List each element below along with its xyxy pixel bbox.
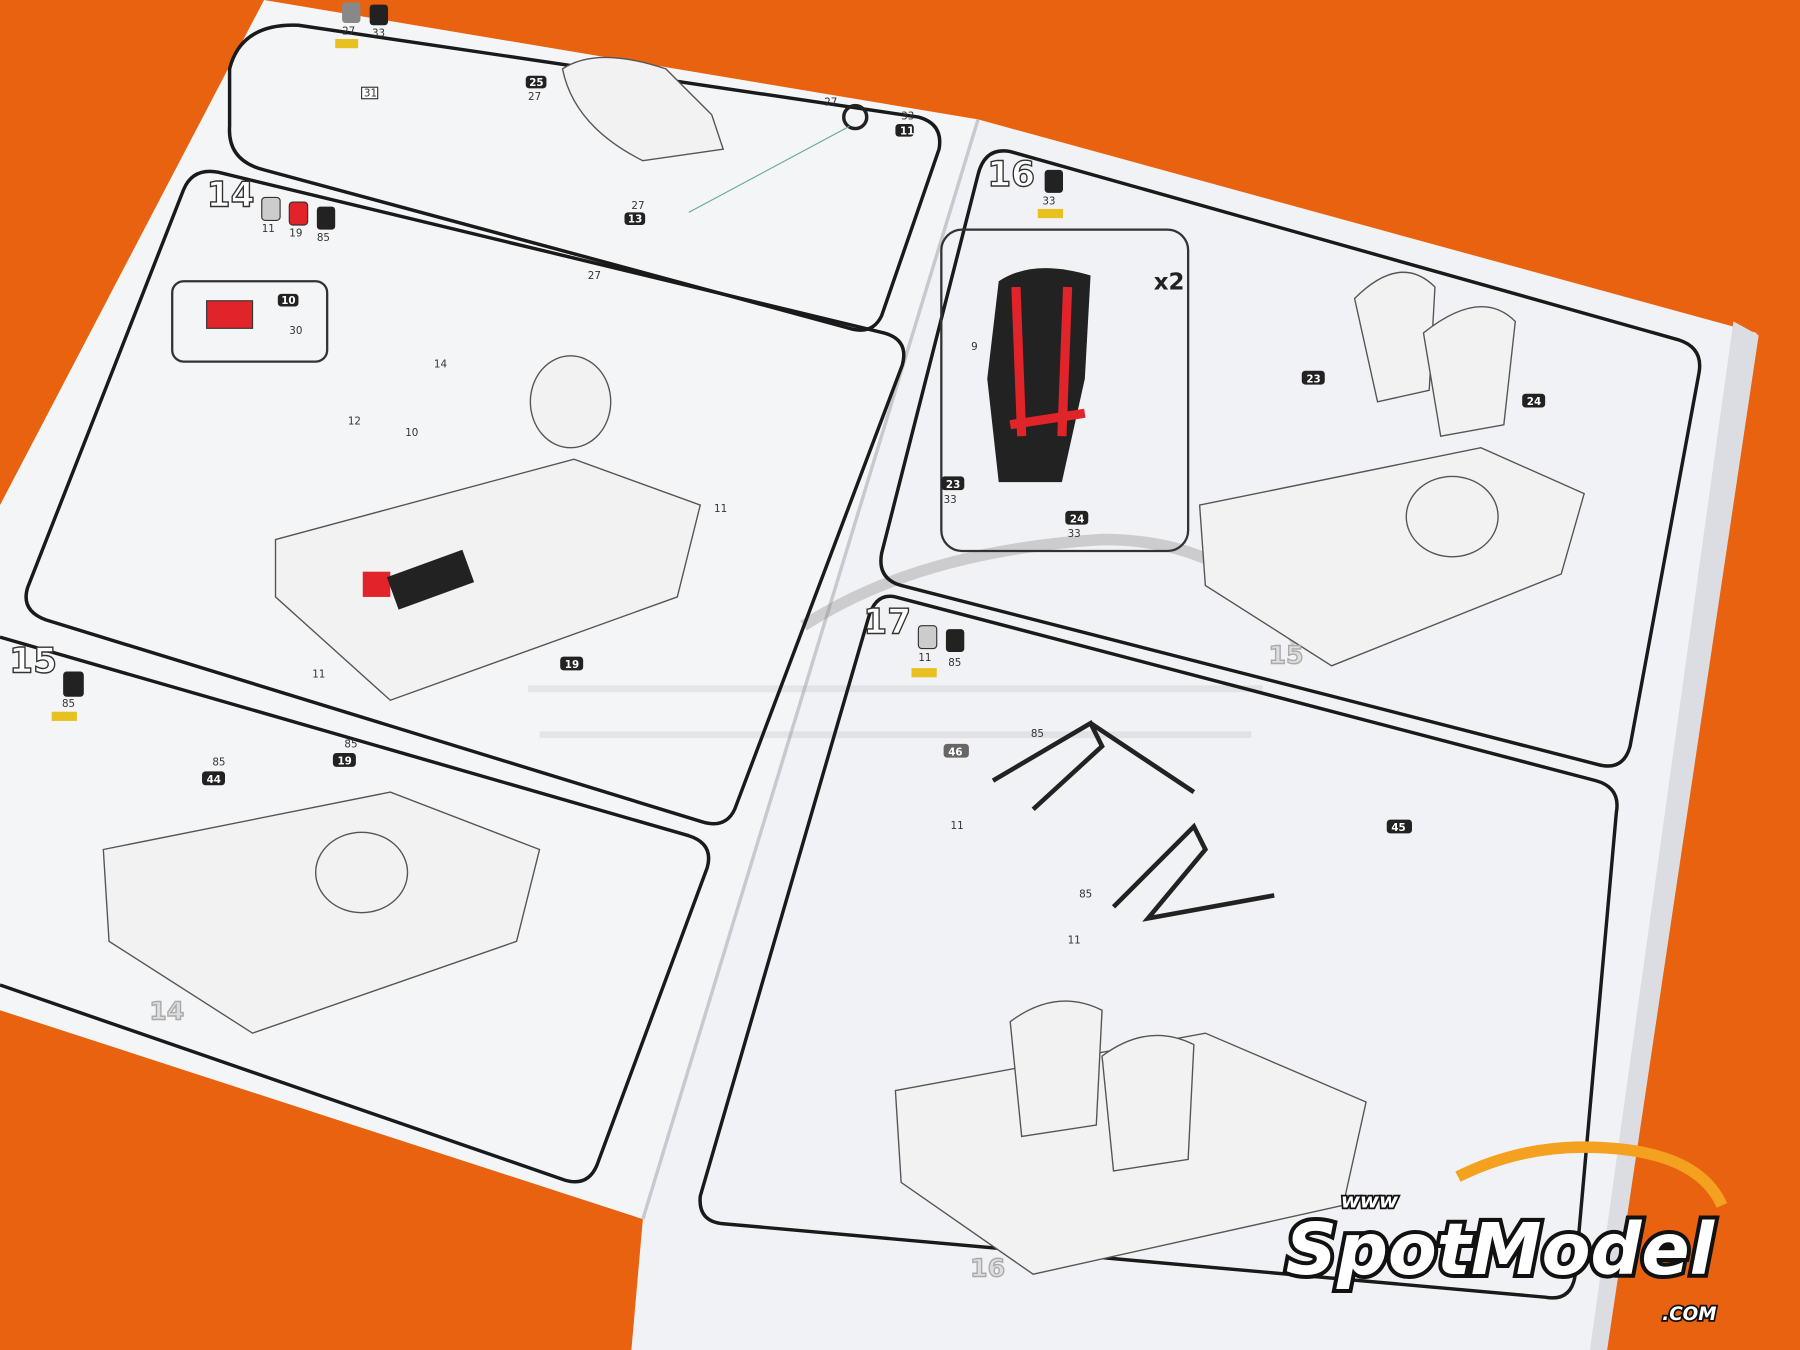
- part-label: 13: [628, 214, 642, 226]
- part-label: 27: [588, 270, 601, 282]
- steering-wheel-drawing: [842, 103, 869, 131]
- assembly-guide-line: [688, 125, 850, 213]
- seat-drawing: [1422, 306, 1517, 438]
- part-label: 85: [1079, 889, 1092, 901]
- part-label: 27: [342, 25, 355, 37]
- spare-wheel-drawing: [1405, 475, 1499, 558]
- panel-step-17: [698, 594, 1619, 1300]
- part-label: 45: [1391, 822, 1405, 834]
- paint-pots-17: 11 85: [911, 625, 965, 678]
- paint-pots-14: 11 19 85: [261, 196, 336, 244]
- part-label: 10: [405, 427, 418, 439]
- part-label: 46: [948, 746, 962, 758]
- part-label: 85: [948, 657, 961, 669]
- part-label: 30: [289, 325, 302, 337]
- part-label: 11: [312, 668, 325, 680]
- step-number-16: 16: [987, 155, 1035, 195]
- roll-cage-drawing: [1111, 822, 1275, 922]
- part-label: 23: [1306, 373, 1320, 385]
- part-label: 31: [364, 87, 377, 99]
- chassis-drawing-14: [274, 458, 702, 702]
- part-label: 11: [951, 820, 964, 832]
- step-number-15: 15: [9, 642, 57, 682]
- step-reference-17: 16: [970, 1254, 1005, 1283]
- right-page-edge: [1589, 321, 1759, 1350]
- display-drawing: [206, 300, 254, 329]
- page-fold: [641, 118, 980, 1220]
- part-label: 10: [281, 295, 295, 307]
- roll-cage-drawing: [991, 719, 1196, 812]
- part-label: 14: [434, 358, 447, 370]
- part-label: 85: [344, 738, 357, 750]
- panel-step-15: [0, 635, 711, 1184]
- part-label: 11: [900, 125, 914, 137]
- part-label: 11: [1068, 935, 1081, 947]
- spotmodel-logo: www SpotModel .COM: [1282, 1141, 1728, 1327]
- part-label: 12: [348, 416, 361, 428]
- part-label: 11: [262, 223, 275, 235]
- part-label: 24: [1527, 396, 1541, 408]
- step-reference-16: 15: [1268, 641, 1303, 670]
- part-label: 25: [529, 77, 543, 89]
- part-label: 11: [918, 652, 931, 664]
- multiplier-label: x2: [1154, 269, 1185, 295]
- part-label: 85: [317, 232, 330, 244]
- dashboard-drawing: [561, 56, 725, 162]
- part-label: 9: [971, 341, 978, 353]
- logo-prefix: www: [1341, 1189, 1399, 1213]
- panel-step-16: [879, 149, 1702, 768]
- spare-wheel-drawing: [315, 831, 409, 914]
- part-label: 33: [901, 110, 914, 122]
- part-label: 19: [565, 659, 579, 671]
- part-label: 24: [1070, 513, 1084, 525]
- part-label: 19: [338, 756, 352, 768]
- part-label: 23: [946, 479, 960, 491]
- logo-suffix: .COM: [1662, 1304, 1716, 1325]
- part-label: 27: [528, 91, 541, 103]
- part-label: 44: [207, 774, 221, 786]
- part-label: 85: [1031, 728, 1044, 740]
- part-label: 33: [1042, 195, 1055, 207]
- seat-drawing: [1353, 271, 1436, 403]
- part-label: 27: [631, 200, 644, 212]
- paint-pots-15: 85: [51, 671, 84, 721]
- paint-pots-16: 33: [1037, 169, 1064, 219]
- part-label: 33: [1068, 528, 1081, 540]
- paint-pots-top: 27 33: [335, 2, 389, 49]
- logo-brand: SpotModel: [1286, 1208, 1716, 1291]
- panel-step-13: [227, 23, 942, 332]
- seat-drawing: [1009, 1000, 1103, 1138]
- part-label: 85: [212, 757, 225, 769]
- panel-step-14: [24, 169, 906, 826]
- seat-drawing: [1101, 1034, 1195, 1172]
- part-label: 33: [944, 494, 957, 506]
- spare-wheel-drawing: [529, 355, 612, 449]
- step-number-17: 17: [863, 603, 911, 643]
- step-number-14: 14: [207, 176, 255, 216]
- part-label: 85: [62, 698, 75, 710]
- part-label: 19: [289, 227, 302, 239]
- part-label: 11: [714, 503, 727, 515]
- part-label: 33: [372, 28, 385, 40]
- step-reference-15: 14: [149, 996, 184, 1025]
- part-label: 27: [824, 97, 837, 109]
- chassis-drawing-15: [102, 791, 541, 1034]
